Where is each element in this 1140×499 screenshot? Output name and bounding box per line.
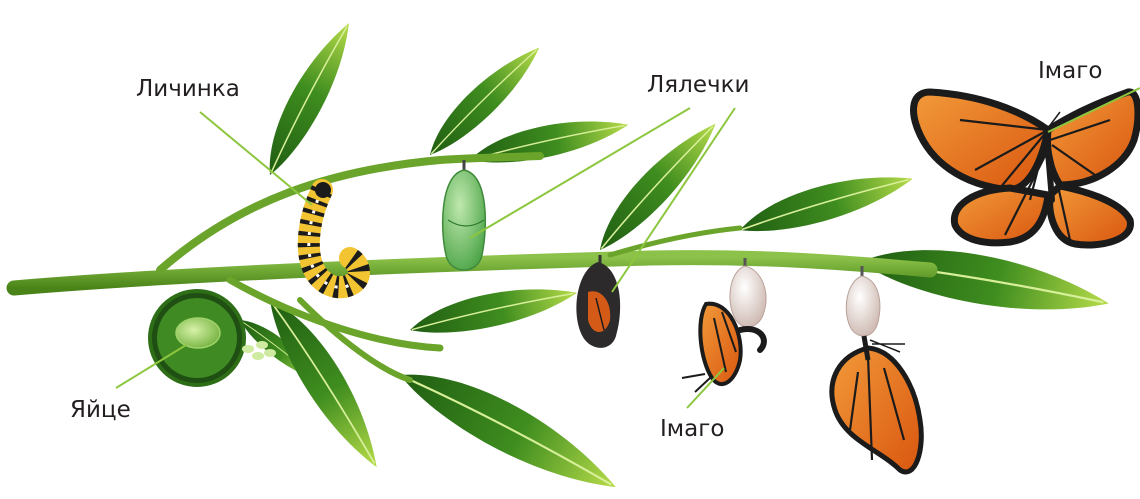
pupae-label: Лялечки bbox=[647, 72, 749, 98]
dark-chrysalis-illustration bbox=[576, 255, 620, 348]
imago-emerging-label: Імаго bbox=[660, 416, 724, 442]
imago-adult-label: Імаго bbox=[1038, 58, 1102, 84]
larva-label: Личинка bbox=[136, 76, 240, 102]
leaf bbox=[392, 348, 626, 499]
leaf bbox=[406, 279, 580, 341]
emerging-butterfly-illustration bbox=[682, 258, 766, 392]
green-chrysalis-illustration bbox=[443, 160, 486, 270]
imago-pointer-line bbox=[687, 368, 724, 408]
leaf bbox=[466, 112, 631, 171]
egg-label: Яйце bbox=[70, 397, 131, 423]
adult-butterfly-illustration bbox=[914, 92, 1138, 245]
leaf bbox=[734, 164, 917, 241]
leaf bbox=[259, 287, 391, 478]
leaf bbox=[251, 16, 365, 181]
hanging-butterfly-illustration bbox=[832, 266, 921, 472]
